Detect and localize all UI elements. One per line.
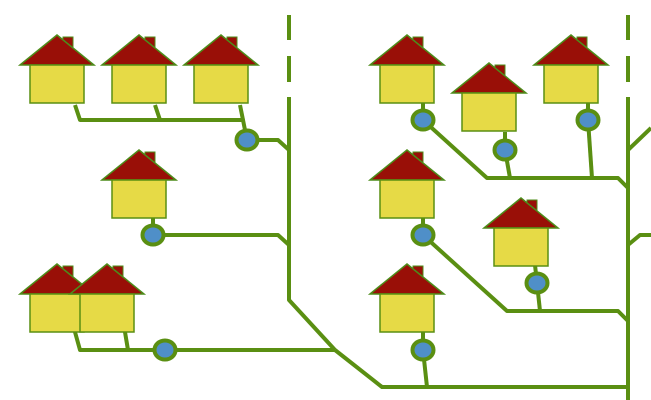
house-wall xyxy=(461,92,517,132)
house-icon xyxy=(17,34,97,104)
connector-node xyxy=(410,338,436,362)
pipe-segment xyxy=(151,218,291,247)
pipe-segment xyxy=(123,331,130,351)
connector-node xyxy=(410,223,436,247)
pipe-segment xyxy=(73,104,249,141)
house-icon xyxy=(181,34,261,104)
house-wall xyxy=(379,64,435,104)
house-wall xyxy=(79,293,135,333)
house-wall xyxy=(493,227,549,267)
house-wall xyxy=(29,293,85,333)
pipe-segment xyxy=(153,104,162,121)
pipe-segment xyxy=(238,104,245,121)
house-wall xyxy=(193,64,249,104)
roof-icon xyxy=(67,263,147,295)
connector-node xyxy=(492,138,518,162)
house-icon xyxy=(481,197,561,267)
house-layer xyxy=(17,34,611,333)
roof-icon xyxy=(17,34,97,66)
house-wall xyxy=(111,179,167,219)
house-wall xyxy=(111,64,167,104)
connector-node xyxy=(524,271,550,295)
connector-node xyxy=(575,108,601,132)
house-wall xyxy=(379,293,435,333)
pipe-segment xyxy=(287,97,337,352)
house-icon xyxy=(531,34,611,104)
connector-node xyxy=(410,108,436,132)
roof-icon xyxy=(367,263,447,295)
pipe-segment xyxy=(626,126,651,152)
pipe-segment xyxy=(421,118,630,190)
roof-icon xyxy=(99,34,179,66)
house-wall xyxy=(379,179,435,219)
roof-icon xyxy=(531,34,611,66)
roof-icon xyxy=(99,149,179,181)
connector-layer xyxy=(140,108,601,362)
roof-icon xyxy=(367,34,447,66)
house-icon xyxy=(367,149,447,219)
pipe-layer xyxy=(73,15,651,400)
pipe-segment xyxy=(626,233,651,247)
connector-node xyxy=(140,223,166,247)
house-icon xyxy=(367,263,447,333)
house-icon xyxy=(99,34,179,104)
roof-icon xyxy=(181,34,261,66)
roof-icon xyxy=(481,197,561,229)
connector-node xyxy=(152,338,178,362)
connector-node xyxy=(234,128,260,152)
house-wall xyxy=(543,64,599,104)
roof-icon xyxy=(449,62,529,94)
house-icon xyxy=(99,149,179,219)
house-icon xyxy=(67,263,147,333)
roof-icon xyxy=(367,149,447,181)
house-wall xyxy=(29,64,85,104)
house-icon xyxy=(367,34,447,104)
house-icon xyxy=(449,62,529,132)
pipe-segment xyxy=(73,331,335,352)
pipe-segment xyxy=(333,348,628,389)
